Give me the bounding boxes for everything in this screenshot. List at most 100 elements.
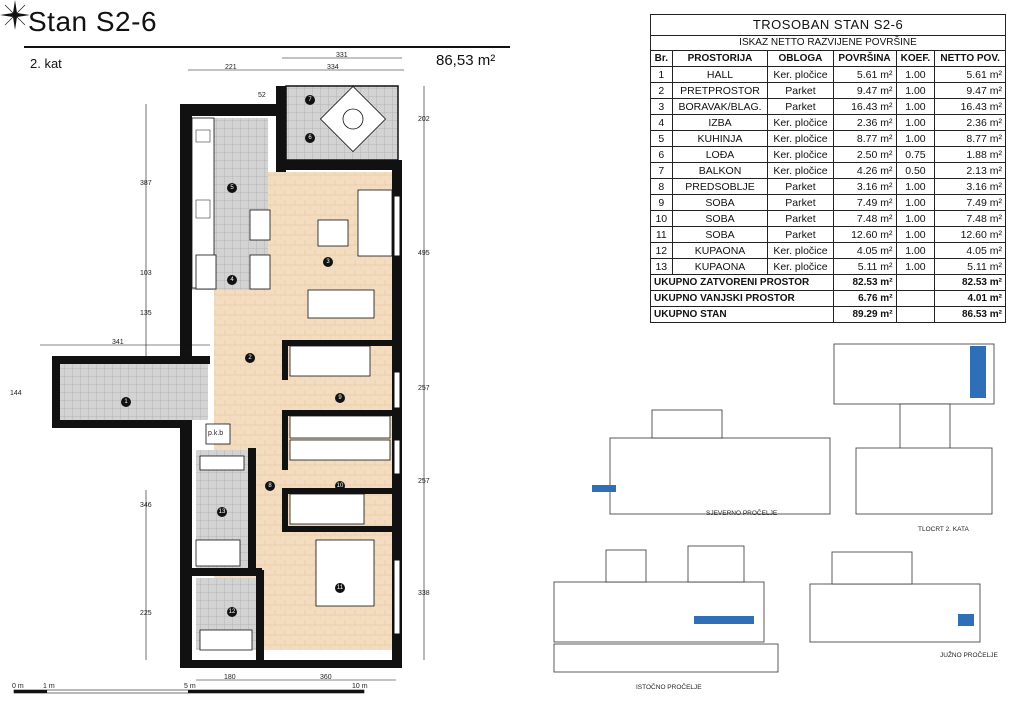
floor-plan-caption: TLOCRT 2. KATA [918,526,969,533]
table-cell: 4.05 m² [832,242,897,259]
table-cell: 5.61 m² [934,66,1006,83]
dim-label: 338 [418,590,430,597]
table-cell: Ker. pločice [767,114,834,131]
table-cell: Ker. pločice [767,146,834,163]
table-cell: Parket [767,210,834,227]
floor-label: 2. kat [30,56,62,71]
table-cell: 1.00 [895,98,936,115]
col-header: KOEF. [895,50,936,67]
dim-label: 360 [320,674,332,681]
table-cell: 2 [650,82,673,99]
table-cell: 10 [650,210,673,227]
table-title: TROSOBAN STAN S2-6 [650,14,1006,36]
table-cell: 7.49 m² [832,194,897,211]
table-cell: 5.11 m² [832,258,897,275]
dim-label: 103 [140,270,152,277]
dim-label: 341 [112,339,124,346]
room-number-2: 2 [245,353,255,363]
table-cell: LOĐA [671,146,769,163]
table-cell: SOBA [671,194,769,211]
dim-label: 135 [140,310,152,317]
table-cell: 1 [650,66,673,83]
table-cell: Parket [767,194,834,211]
table-cell: 0.50 [895,162,936,179]
scale-label: 10 m [352,683,368,690]
table-cell: 9 [650,194,673,211]
table-cell: 8 [650,178,673,195]
total-cell [895,290,936,307]
dim-label: 495 [418,250,430,257]
table-cell: 12.60 m² [832,226,897,243]
table-cell: 9.47 m² [832,82,897,99]
table-cell: BORAVAK/BLAG. [671,98,769,115]
table-cell: Parket [767,82,834,99]
table-cell: Ker. pločice [767,162,834,179]
total-cell [895,306,936,323]
table-cell: Ker. pločice [767,66,834,83]
table-cell: KUPAONA [671,242,769,259]
table-cell: IZBA [671,114,769,131]
area-table: TROSOBAN STAN S2-6 ISKAZ NETTO RAZVIJENE… [650,14,1006,323]
pkb-label: p.k.b [208,430,224,437]
table-cell: Ker. pločice [767,130,834,147]
dim-label: 52 [258,92,266,99]
total-cell: 89.29 m² [832,306,897,323]
total-cell: 6.76 m² [832,290,897,307]
dim-label: 144 [10,390,22,397]
col-header: POVRŠINA [832,50,897,67]
table-cell: 6 [650,146,673,163]
table-cell: 3.16 m² [934,178,1006,195]
total-cell: 86.53 m² [934,306,1006,323]
table-cell: 1.00 [895,194,936,211]
table-cell: 5 [650,130,673,147]
room-number-3: 3 [323,257,333,267]
total-cell: UKUPNO STAN [650,306,834,323]
table-cell: Parket [767,98,834,115]
table-cell: 8.77 m² [934,130,1006,147]
table-cell: Ker. pločice [767,242,834,259]
scale-label: 5 m [184,683,196,690]
table-cell: HALL [671,66,769,83]
total-cell [895,274,936,291]
room-number-12: 12 [227,607,237,617]
room-number-13: 13 [217,507,227,517]
table-cell: 5.11 m² [934,258,1006,275]
table-cell: 7.48 m² [832,210,897,227]
table-cell: 16.43 m² [934,98,1006,115]
table-cell: 1.00 [895,178,936,195]
table-subtitle: ISKAZ NETTO RAZVIJENE POVRŠINE [650,35,1006,51]
table-cell: 12.60 m² [934,226,1006,243]
dim-label: 346 [140,502,152,509]
table-cell: Parket [767,178,834,195]
total-cell: UKUPNO VANJSKI PROSTOR [650,290,834,307]
table-cell: SOBA [671,210,769,227]
table-cell: 12 [650,242,673,259]
dim-label: 387 [140,180,152,187]
total-area: 86,53 m² [436,52,496,69]
scale-label: 0 m [12,683,24,690]
table-cell: 3 [650,98,673,115]
col-header: Br. [650,50,673,67]
table-cell: 1.00 [895,258,936,275]
scale-label: 1 m [43,683,55,690]
table-cell: PREDSOBLJE [671,178,769,195]
table-cell: PRETPROSTOR [671,82,769,99]
col-header: PROSTORIJA [671,50,769,67]
table-cell: 4 [650,114,673,131]
table-cell: KUPAONA [671,258,769,275]
dim-label: 257 [418,385,430,392]
total-cell: 82.53 m² [832,274,897,291]
dim-label: 331 [336,52,348,59]
dim-label: 225 [140,610,152,617]
